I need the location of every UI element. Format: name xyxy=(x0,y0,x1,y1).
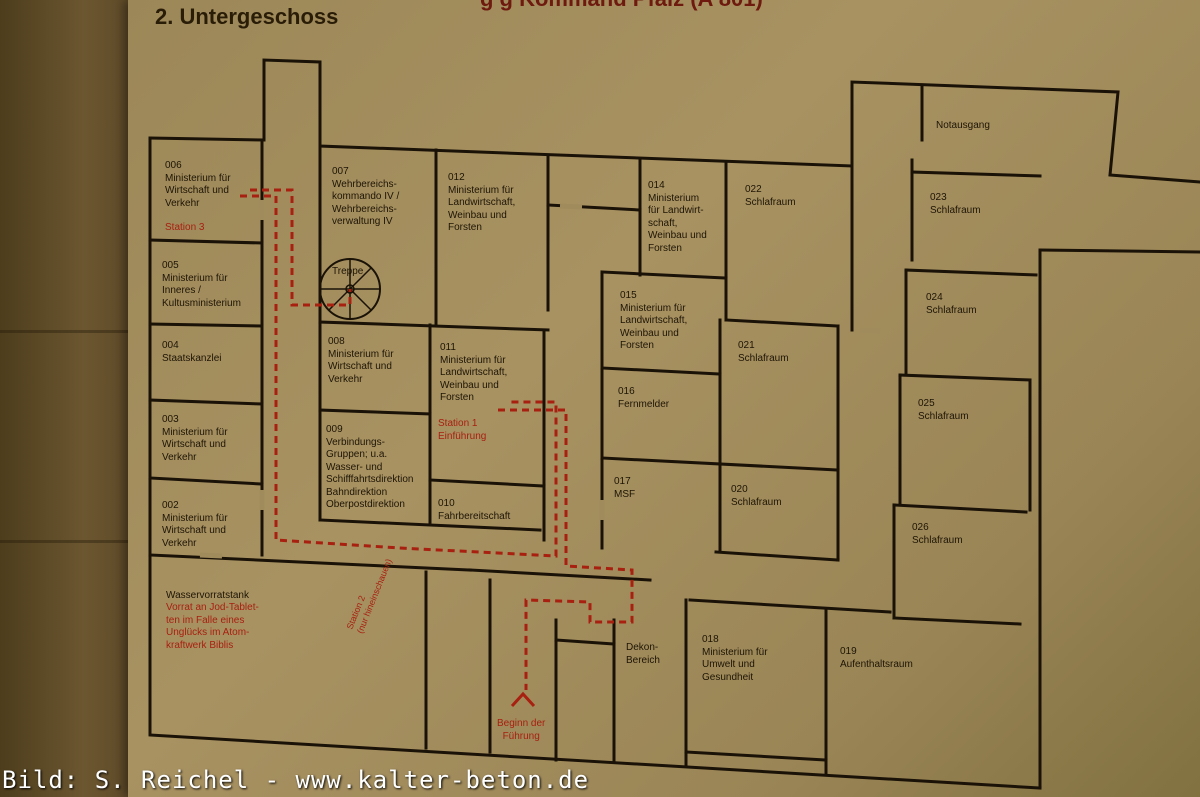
interior-wall xyxy=(148,238,264,245)
room-023: 023 Schlafraum xyxy=(930,192,981,216)
iodine-supply-note: Vorrat an Jod-Tablet- ten im Falle eines… xyxy=(166,602,259,651)
water-tank: Wasservorratstank xyxy=(166,590,249,601)
room-011: 011 Ministerium für Landwirtschaft, Wein… xyxy=(440,342,508,403)
room-020: 020 Schlafraum xyxy=(731,484,782,508)
stair-step xyxy=(348,266,373,291)
interior-wall xyxy=(910,170,1042,178)
interior-wall xyxy=(898,373,1032,382)
room-012: 012 Ministerium für Landwirtschaft, Wein… xyxy=(448,172,516,233)
interior-wall xyxy=(904,268,1038,277)
room-022: 022 Schlafraum xyxy=(745,184,796,208)
interior-wall xyxy=(318,408,432,416)
room-008: 008 Ministerium für Wirtschaft und Verke… xyxy=(328,336,394,385)
room-005: 005 Ministerium für Inneres / Kultusmini… xyxy=(162,260,241,309)
room-017: 017 MSF xyxy=(614,476,636,500)
room-010: 010 Fahrbereitschaft xyxy=(438,498,511,522)
room-009: 009 Verbindungs- Gruppen; u.a. Wasser- u… xyxy=(326,424,414,510)
room-026: 026 Schlafraum xyxy=(912,522,963,546)
room-004: 004 Staatskanzlei xyxy=(162,340,222,364)
room-002: 002 Ministerium für Wirtschaft und Verke… xyxy=(162,500,228,549)
outer-wall xyxy=(148,136,1042,790)
staircase-core xyxy=(345,284,355,294)
interior-wall xyxy=(428,478,546,488)
wall-seam xyxy=(0,540,140,543)
room-006: 006 Ministerium für Wirtschaft und Verke… xyxy=(165,160,231,209)
interior-wall xyxy=(148,322,264,328)
room-016: 016 Fernmelder xyxy=(618,386,670,410)
route-to-station-3 xyxy=(250,188,352,307)
decon-area: Dekon- Bereich xyxy=(626,642,660,666)
room-003: 003 Ministerium für Wirtschaft und Verke… xyxy=(162,414,228,463)
room-019: 019 Aufenthaltsraum xyxy=(840,646,913,670)
interior-wall xyxy=(148,553,472,572)
outer-wall xyxy=(148,58,1200,184)
interior-wall xyxy=(724,318,840,328)
floor-plan-board xyxy=(128,0,1200,797)
concrete-wall xyxy=(0,0,140,797)
plan-heading-top: g g Kommand Pfalz (A 801) xyxy=(480,0,763,12)
interior-wall xyxy=(892,616,1022,626)
emergency-exit: Notausgang xyxy=(936,120,990,131)
room-018: 018 Ministerium für Umwelt und Gesundhei… xyxy=(702,634,768,683)
interior-wall xyxy=(600,366,722,376)
interior-wall xyxy=(468,568,652,582)
interior-wall xyxy=(554,638,616,646)
station-1-label: Station 1 Einführung xyxy=(438,418,487,442)
room-025: 025 Schlafraum xyxy=(918,398,969,422)
outer-wall xyxy=(1038,248,1200,254)
station-3-label: Station 3 xyxy=(165,222,205,233)
room-021: 021 Schlafraum xyxy=(738,340,789,364)
stair-step xyxy=(348,287,373,312)
interior-wall xyxy=(684,750,828,762)
interior-wall xyxy=(688,598,892,614)
staircase-label: Treppe xyxy=(332,266,364,277)
room-014: 014 Ministerium für Landwirt- schaft, We… xyxy=(648,180,707,254)
start-arrow xyxy=(510,691,536,708)
interior-wall xyxy=(148,398,264,406)
photo-credit: Bild: S. Reichel - www.kalter-beton.de xyxy=(2,766,590,794)
room-015: 015 Ministerium für Landwirtschaft, Wein… xyxy=(620,290,688,351)
interior-wall xyxy=(148,476,264,486)
door-gap xyxy=(559,203,583,210)
interior-wall xyxy=(318,518,542,532)
room-007: 007 Wehrbereichs- kommando IV / Wehrbere… xyxy=(332,166,400,227)
door-gap xyxy=(859,327,881,334)
walls xyxy=(148,58,1200,790)
door-gaps xyxy=(199,200,881,559)
tour-route xyxy=(240,188,634,690)
door-gap xyxy=(199,552,223,559)
interior-wall xyxy=(318,320,550,332)
route-station-1-loop xyxy=(498,408,634,690)
interior-wall xyxy=(714,550,840,562)
interior-wall xyxy=(600,270,728,280)
wall-seam xyxy=(0,330,140,333)
route-corridor-left xyxy=(240,194,558,558)
station-2-note: (nur hineinschauen) xyxy=(355,557,394,635)
floor-title: 2. Untergeschoss xyxy=(155,4,339,29)
interior-wall xyxy=(892,503,1028,514)
tour-start-label: Beginn der Führung xyxy=(497,718,546,742)
room-024: 024 Schlafraum xyxy=(926,292,977,316)
